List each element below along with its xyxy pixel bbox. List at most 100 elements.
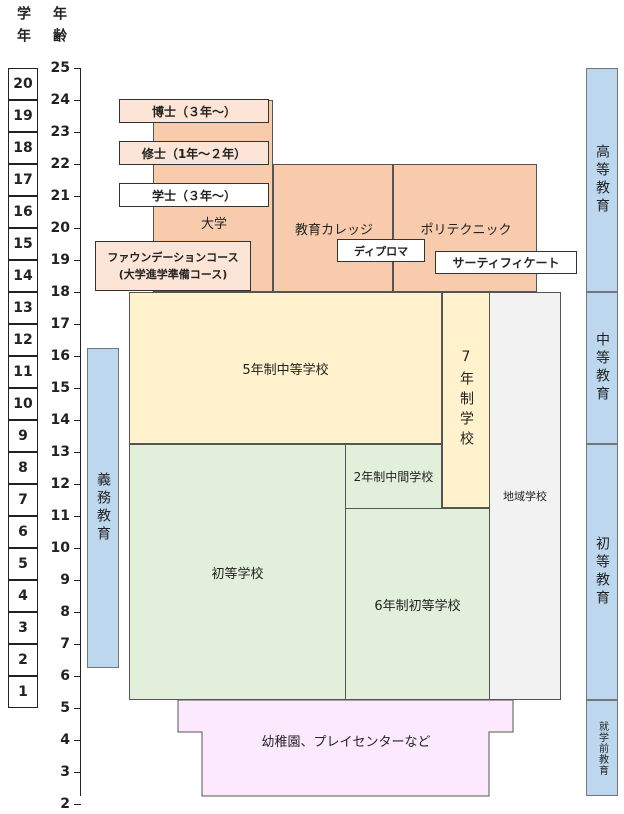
secondary5-label: 5年制中等学校 xyxy=(242,362,329,378)
school7-label: 7年制学校 xyxy=(458,349,474,451)
age-label: 8 xyxy=(60,604,70,620)
age-tick xyxy=(74,292,81,293)
age-header-text: 年齢 xyxy=(51,6,67,50)
secondary-education-bar: 中等教育 xyxy=(586,292,618,444)
kindergarten-shape xyxy=(177,700,514,797)
grade-cell: 14 xyxy=(8,260,38,292)
age-tick xyxy=(74,324,81,325)
age-tick xyxy=(74,772,81,773)
bachelor-label: 学士（３年〜） xyxy=(119,183,269,207)
age-tick xyxy=(74,740,81,741)
primary-education-label: 初等教育 xyxy=(594,536,610,608)
age-label: 15 xyxy=(50,380,70,396)
age-label: 17 xyxy=(50,316,70,332)
age-label: 21 xyxy=(50,188,70,204)
age-label: 4 xyxy=(60,732,70,748)
foundation-course-label: ファウンデーションコース (大学進学準備コース) xyxy=(95,241,251,291)
master-label: 修士（1年〜２年） xyxy=(119,141,269,165)
age-label: 12 xyxy=(50,476,70,492)
age-tick xyxy=(74,132,81,133)
age-tick xyxy=(74,420,81,421)
grade-cell: 9 xyxy=(8,420,38,452)
age-axis-line xyxy=(80,68,81,796)
age-tick xyxy=(74,804,81,805)
area-school-label: 地域学校 xyxy=(503,490,547,503)
higher-education-bar: 高等教育 xyxy=(586,68,618,292)
age-tick xyxy=(74,676,81,677)
grade-column: 20 19 18 17 16 15 14 13 12 11 10 9 8 7 6… xyxy=(8,68,38,708)
grade-cell: 18 xyxy=(8,132,38,164)
grade-cell: 1 xyxy=(8,676,38,708)
age-label: 5 xyxy=(60,700,70,716)
age-tick xyxy=(74,516,81,517)
age-tick xyxy=(74,68,81,69)
polytechnic-label: ポリテクニック xyxy=(420,223,512,238)
kindergarten-label: 幼稚園、プレイセンターなど xyxy=(261,734,431,750)
grade-cell: 20 xyxy=(8,68,38,100)
compulsory-education-label: 義務教育 xyxy=(95,472,111,544)
age-tick xyxy=(74,484,81,485)
age-tick xyxy=(74,548,81,549)
age-label: 20 xyxy=(50,220,70,236)
preschool-education-bar: 就学前教育 xyxy=(586,700,618,796)
doctor-label: 博士（３年〜） xyxy=(119,99,269,123)
college-block: 教育カレッジ xyxy=(273,164,393,292)
age-label: 14 xyxy=(50,412,70,428)
primary-education-bar: 初等教育 xyxy=(586,444,618,700)
age-tick xyxy=(74,100,81,101)
grade-cell: 19 xyxy=(8,100,38,132)
age-tick xyxy=(74,644,81,645)
age-label: 7 xyxy=(60,636,70,652)
grade-cell: 5 xyxy=(8,548,38,580)
age-tick xyxy=(74,612,81,613)
grade-cell: 15 xyxy=(8,228,38,260)
grade-cell: 11 xyxy=(8,356,38,388)
grade-header-text: 学年 xyxy=(15,6,31,50)
diploma-label: ディプロマ xyxy=(337,239,425,262)
age-label: 18 xyxy=(50,284,70,300)
certificate-label: サーティフィケート xyxy=(435,251,577,274)
grade-cell: 17 xyxy=(8,164,38,196)
grade-cell: 8 xyxy=(8,452,38,484)
secondary-education-label: 中等教育 xyxy=(594,332,610,404)
age-tick xyxy=(74,164,81,165)
grade-cell: 7 xyxy=(8,484,38,516)
age-tick xyxy=(74,452,81,453)
higher-education-label: 高等教育 xyxy=(594,144,610,216)
age-label: 25 xyxy=(50,60,70,76)
age-header: 年齢 xyxy=(49,6,69,50)
compulsory-education-bar: 義務教育 xyxy=(87,348,119,668)
grade-cell: 10 xyxy=(8,388,38,420)
age-tick xyxy=(74,388,81,389)
age-label: 23 xyxy=(50,124,70,140)
foundation-line2: (大学進学準備コース) xyxy=(118,268,228,281)
grade-header: 学年 xyxy=(13,6,33,50)
age-label: 19 xyxy=(50,252,70,268)
age-label: 24 xyxy=(50,92,70,108)
foundation-line1: ファウンデーションコース xyxy=(107,251,239,264)
school7-block: 7年制学校 xyxy=(442,292,490,508)
age-label: 3 xyxy=(60,764,70,780)
grade-cell: 3 xyxy=(8,612,38,644)
age-tick xyxy=(74,228,81,229)
primary-label: 初等学校 xyxy=(211,566,264,582)
age-label: 16 xyxy=(50,348,70,364)
grade-cell: 16 xyxy=(8,196,38,228)
age-tick xyxy=(74,260,81,261)
age-label: 10 xyxy=(50,540,70,556)
secondary5-block: 5年制中等学校 xyxy=(129,292,442,444)
intermediate2-block: 2年制中間学校 xyxy=(345,444,442,509)
primary-block: 初等学校 xyxy=(129,444,346,700)
age-label: 9 xyxy=(60,572,70,588)
college-label: 教育カレッジ xyxy=(294,223,373,238)
grade-cell: 6 xyxy=(8,516,38,548)
primary6-label: 6年制初等学校 xyxy=(374,598,461,614)
age-label: 11 xyxy=(50,508,70,524)
intermediate2-label: 2年制中間学校 xyxy=(353,470,434,484)
age-tick xyxy=(74,196,81,197)
area-school-block: 地域学校 xyxy=(489,292,561,700)
age-label: 22 xyxy=(50,156,70,172)
primary6-block: 6年制初等学校 xyxy=(345,508,490,700)
age-label: 13 xyxy=(50,444,70,460)
age-label: 6 xyxy=(60,668,70,684)
